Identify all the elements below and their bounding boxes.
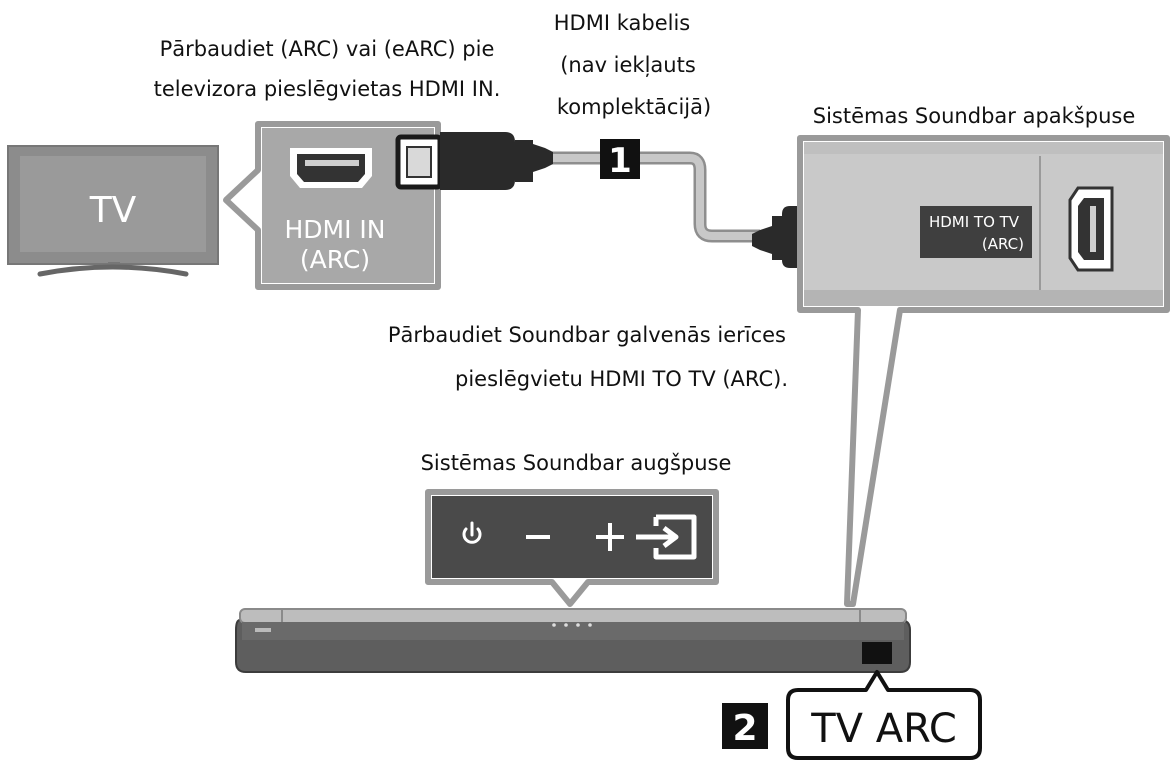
step-2-badge: [722, 703, 768, 749]
hdmi-to-tv-label: HDMI TO TV: [929, 213, 1020, 231]
soundbar-port-note-line2: pieslēgvietu HDMI TO TV (ARC).: [455, 367, 788, 391]
hdmi-to-tv-plate: [920, 206, 1032, 258]
soundbar-top-title: Sistēmas Soundbar augšpuse: [421, 451, 732, 475]
step-2-number: 2: [732, 708, 757, 749]
tv-arc-callout: TV ARC 2: [722, 670, 982, 760]
soundbar-bottom-callout: HDMI TO TV (ARC): [797, 135, 1170, 607]
soundbar-port-note-line1: Pārbaudiet Soundbar galvenās ierīces: [388, 323, 786, 347]
tv-arc-label: TV ARC: [810, 706, 957, 752]
step-1-badge: 1: [600, 139, 640, 181]
hdmi-in-arc-label: (ARC): [300, 245, 370, 274]
cable-label-line3: komplektācijā): [557, 95, 711, 119]
hdmi-plug-left-icon: [395, 132, 553, 190]
soundbar: [235, 608, 911, 673]
tv-screen-inner: [20, 156, 206, 252]
tv-stand: [37, 264, 189, 277]
source-input-icon: [636, 514, 697, 560]
volume-down-icon: [526, 535, 550, 539]
step-1-number: 1: [608, 141, 632, 181]
hdmi-in-label: HDMI IN: [284, 215, 385, 244]
tv-port-note-line2: televizora pieslēgvietas HDMI IN.: [154, 77, 501, 101]
tv-arc-box: [786, 670, 982, 760]
hdmi-in-port-icon: [290, 148, 372, 188]
soundbar-top-callout: [425, 489, 719, 607]
cable-label-line2: (nav iekļauts: [560, 53, 696, 77]
volume-up-icon: [596, 523, 624, 551]
cable-label-line1: HDMI kabelis: [554, 11, 690, 35]
hdmi-to-tv-port-icon: [1068, 186, 1114, 272]
tv-label: TV: [89, 190, 137, 231]
hdmi-cable: [552, 151, 760, 243]
soundbar-bottom-title: Sistēmas Soundbar apakšpuse: [813, 104, 1136, 128]
tv-arc-indicator: [862, 642, 892, 664]
power-icon: [462, 521, 482, 544]
tv-port-note-line1: Pārbaudiet (ARC) vai (eARC) pie: [160, 37, 495, 61]
hdmi-to-tv-arc-label: (ARC): [982, 235, 1024, 253]
tv: TV: [7, 145, 219, 277]
